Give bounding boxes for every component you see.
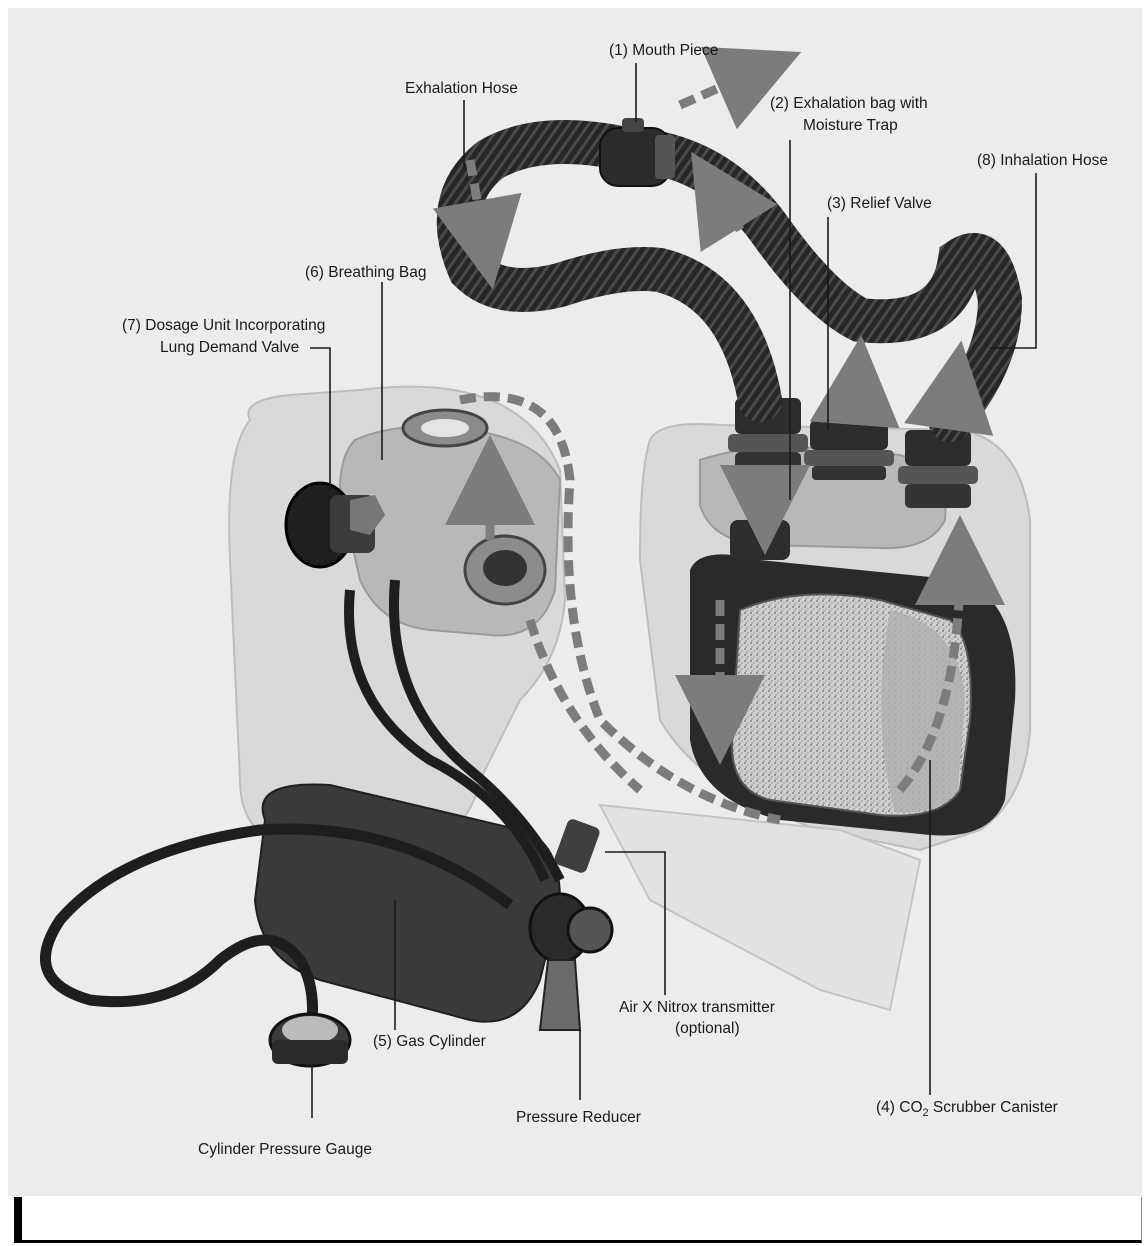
bottom-bar <box>14 1197 1142 1243</box>
cylinder-pressure-gauge-device <box>270 1014 350 1066</box>
label-transmitter-1: Air X Nitrox transmitter <box>619 999 775 1016</box>
label-exhalation-hose: Exhalation Hose <box>405 80 518 97</box>
label-exhalation-bag-1: (2) Exhalation bag with <box>770 95 928 112</box>
label-dosage-unit-1: (7) Dosage Unit Incorporating <box>122 317 325 334</box>
label-inhalation-hose: (8) Inhalation Hose <box>977 152 1108 169</box>
scrubber-top-fitting <box>730 520 790 560</box>
relief-valve <box>804 420 894 480</box>
pressure-reducer-nozzle <box>540 960 580 1030</box>
pressure-reducer-body <box>568 908 612 952</box>
label-gas-cylinder: (5) Gas Cylinder <box>373 1033 486 1050</box>
label-mouth-piece: (1) Mouth Piece <box>609 42 718 59</box>
label-cylinder-pressure-gauge: Cylinder Pressure Gauge <box>198 1141 372 1158</box>
label-transmitter-2: (optional) <box>675 1020 740 1037</box>
label-relief-valve: (3) Relief Valve <box>827 195 932 212</box>
inhalation-port-valve <box>898 430 978 508</box>
label-exhalation-bag-2: Moisture Trap <box>803 117 898 134</box>
label-breathing-bag: (6) Breathing Bag <box>305 264 427 281</box>
label-pressure-reducer: Pressure Reducer <box>516 1109 641 1126</box>
label-dosage-unit-2: Lung Demand Valve <box>160 339 299 356</box>
